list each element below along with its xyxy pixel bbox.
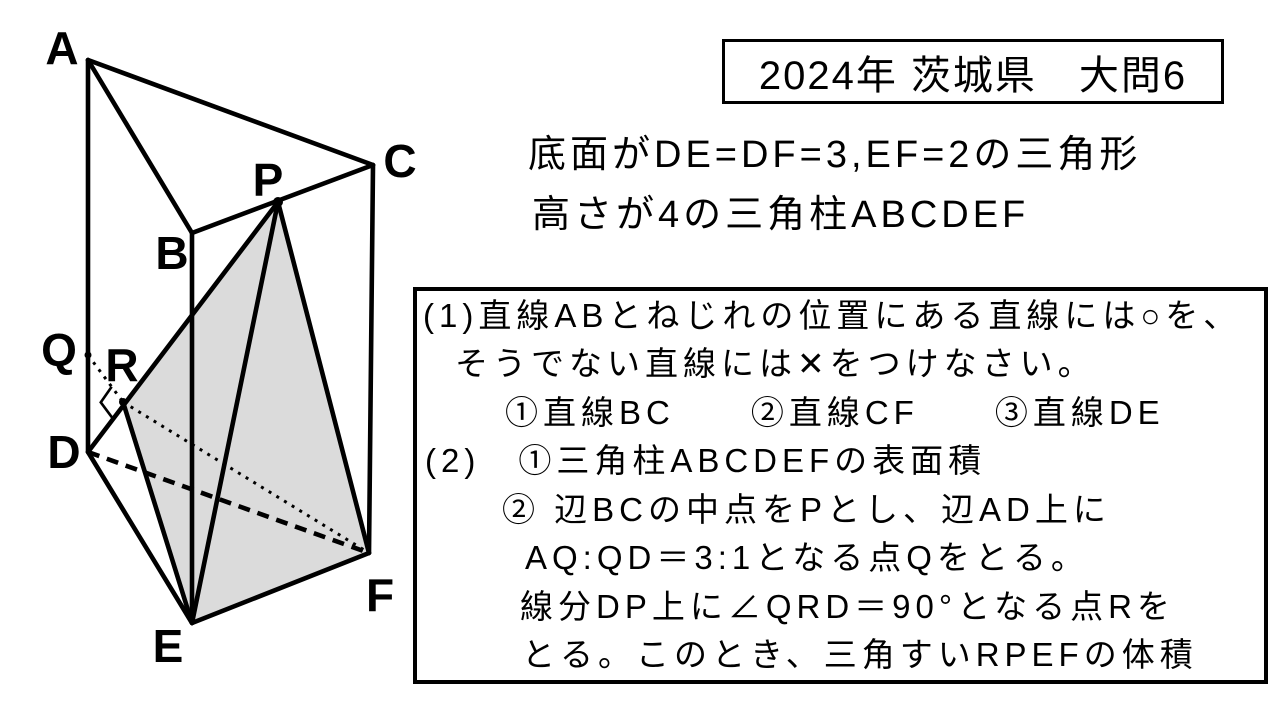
point-dot-Q	[84, 351, 92, 359]
problem-line-6: AQ:QD＝3:1となる点Qをとる。	[525, 539, 1089, 576]
shaded-region-RPFE	[123, 202, 369, 623]
vertex-label-B: B	[155, 227, 188, 279]
point-dot-R	[119, 398, 127, 406]
edge-PE	[189, 199, 281, 626]
vertex-label-R: R	[105, 339, 138, 391]
edge-AC	[85, 57, 376, 168]
vertex-label-C: C	[383, 135, 416, 187]
title-text: 2024年 茨城県 大問6	[758, 53, 1188, 98]
problem-line-2: そうでない直線には✕をつけなさい。	[455, 345, 1096, 382]
problem-line-4: (2) ①三角柱ABCDEFの表面積	[425, 442, 987, 479]
right-angle-mark-R	[99, 386, 114, 419]
point-dot-P	[273, 197, 283, 207]
edge-AB	[85, 57, 195, 236]
problem-line-3: ①直線BC ②直線CF ③直線DE	[505, 394, 1165, 431]
subtitle-line-1: 底面がDE=DF=3,EF=2の三角形	[528, 134, 1142, 176]
title-box: 2024年 茨城県 大問6	[722, 39, 1224, 104]
edge-DE	[85, 449, 195, 626]
problem-line-1: (1)直線ABとねじれの位置にある直線には○を、	[423, 297, 1242, 334]
vertex-label-Q: Q	[41, 324, 77, 376]
subtitle-line-2: 高さが4の三角柱ABCDEF	[532, 194, 1030, 236]
edge-DF-dashed	[87, 449, 370, 556]
problem-line-7: 線分DP上に∠QRD＝90°となる点Rを	[520, 588, 1175, 625]
edge-DP	[85, 199, 281, 455]
problem-line-8: とる。このとき、三角すいRPEFの体積	[522, 636, 1198, 673]
vertex-label-E: E	[153, 620, 184, 672]
problem-line-5: ② 辺BCの中点をPとし、辺AD上に	[502, 491, 1111, 528]
edge-PF	[275, 199, 372, 556]
problem-box: (1)直線ABとねじれの位置にある直線には○を、 そうでない直線には✕をつけなさ…	[413, 287, 1268, 684]
vertex-label-P: P	[253, 154, 284, 206]
edge-CF	[366, 162, 376, 556]
edge-RF-dotted	[122, 400, 370, 555]
edge-BC	[189, 162, 376, 236]
vertex-label-D: D	[47, 426, 80, 478]
edge-RE	[120, 399, 195, 626]
vertex-label-A: A	[45, 22, 78, 74]
edge-QR-dotted	[86, 354, 125, 403]
edge-EF	[189, 550, 372, 626]
vertex-label-F: F	[366, 569, 394, 621]
